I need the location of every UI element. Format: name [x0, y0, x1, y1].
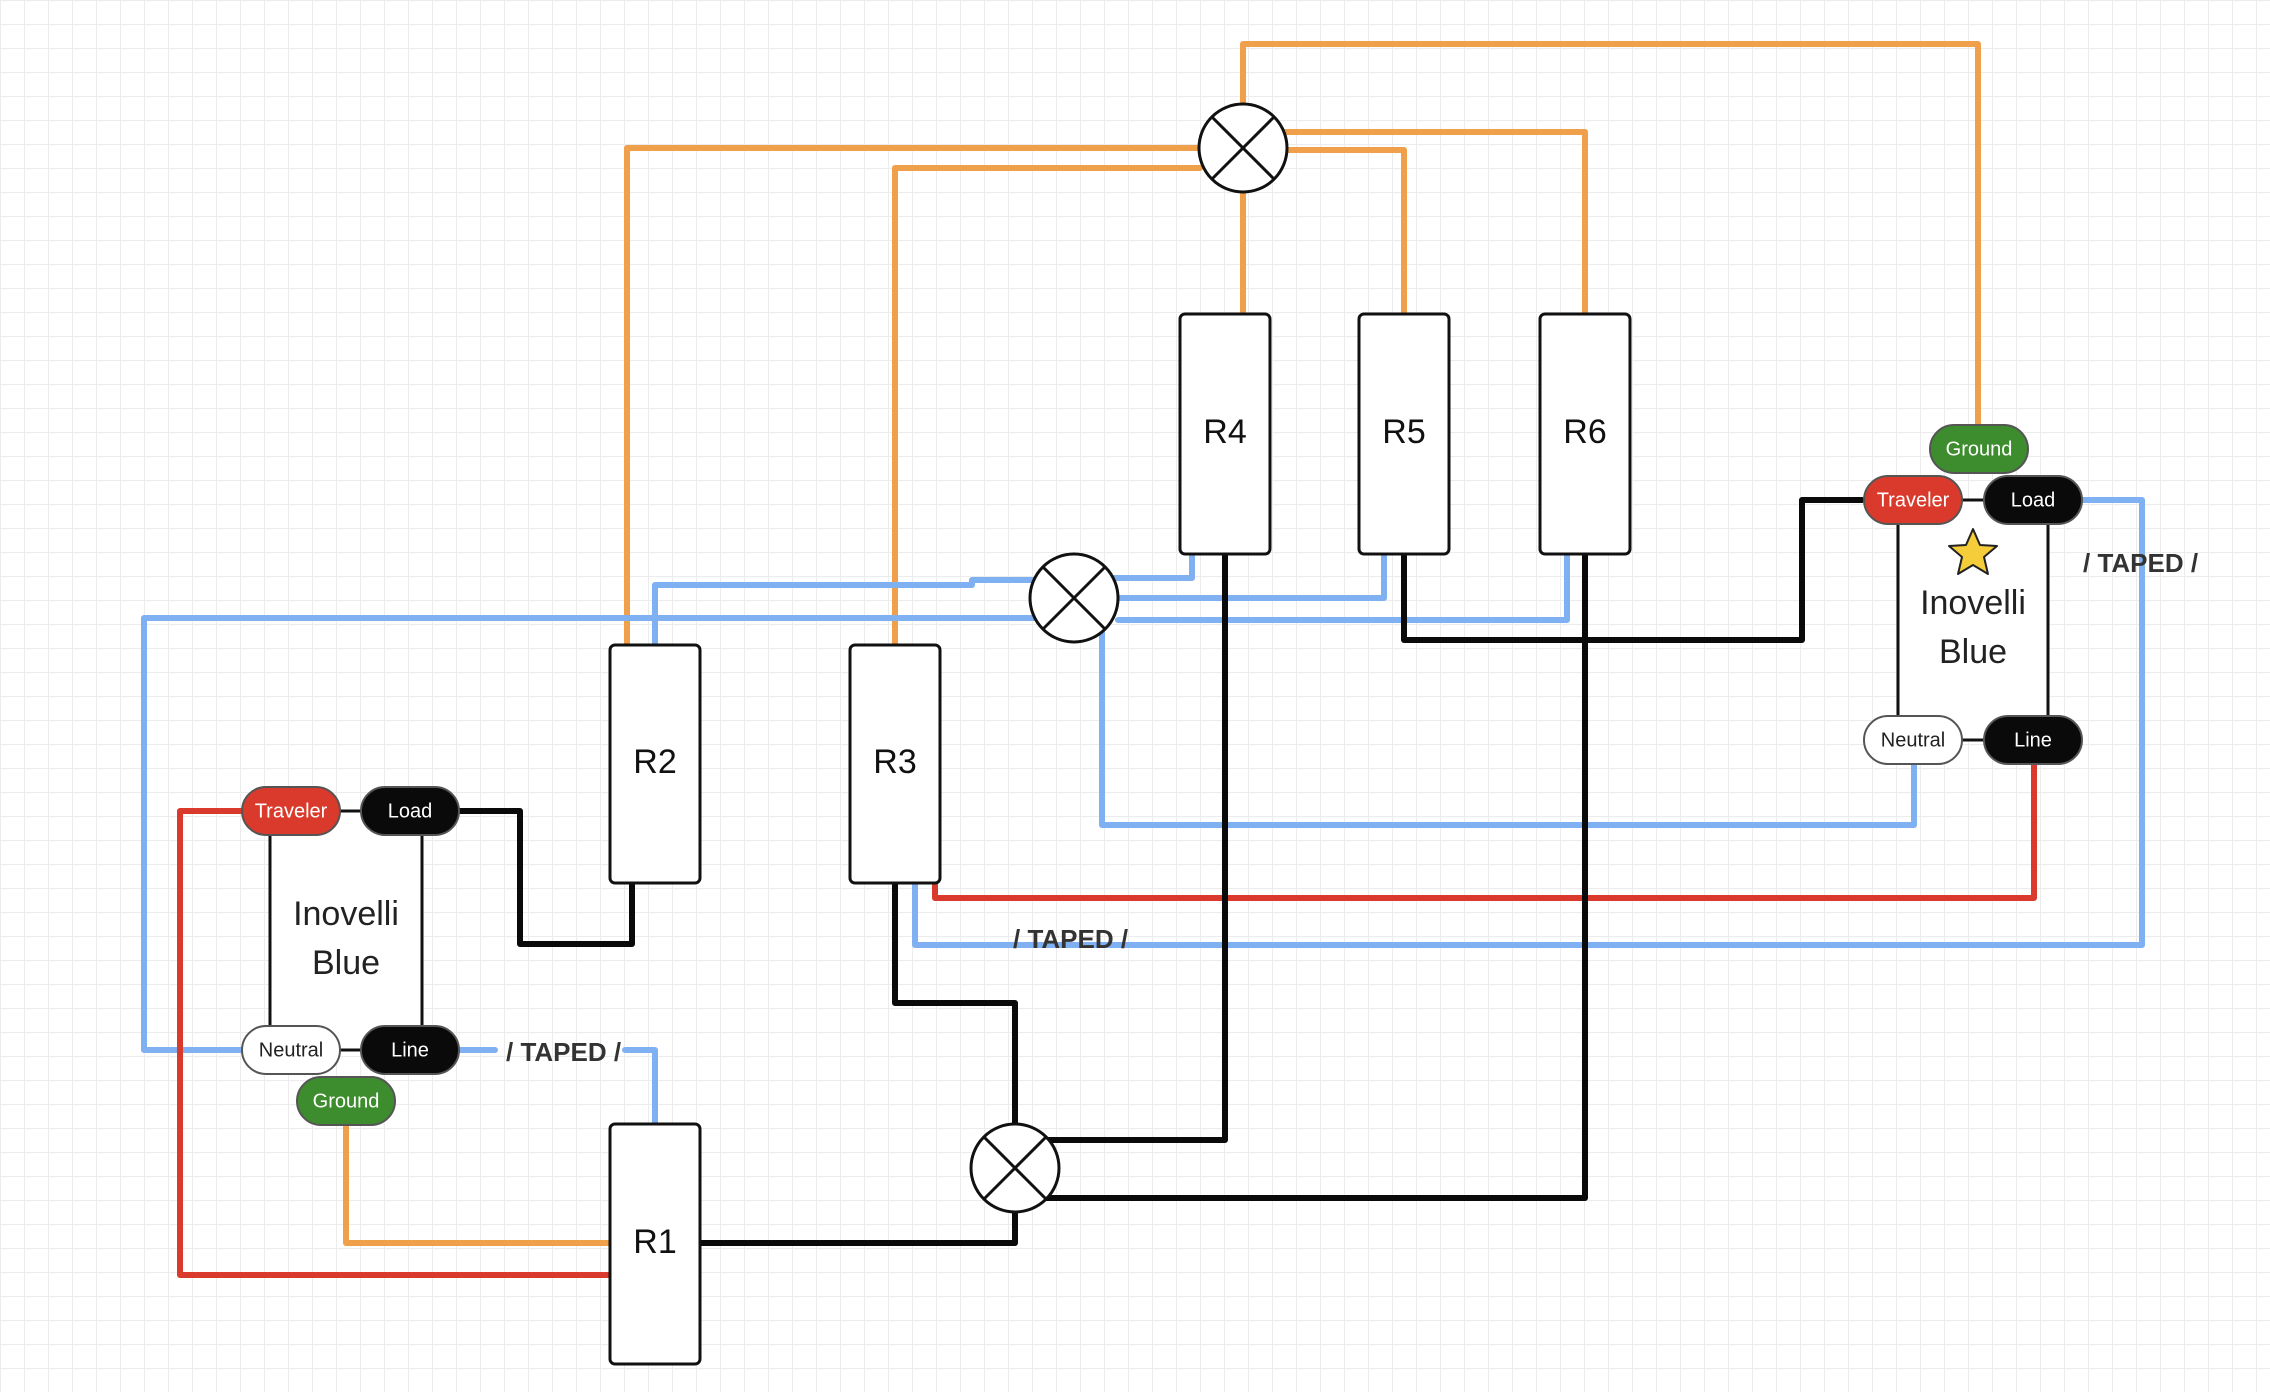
red-wire-left-traveler [177, 808, 613, 1278]
black-wire-r1 [697, 1192, 1018, 1246]
red-wire-right-line [932, 759, 2037, 901]
left-load-terminal[interactable]: Load [360, 786, 460, 836]
relay-r5-label: R5 [1382, 413, 1425, 451]
orange-wire-right-ground [1240, 41, 1981, 431]
right-traveler-label: Traveler [1877, 489, 1950, 511]
orange-wire-r6 [1282, 129, 1588, 315]
black-wire-r4 [1037, 552, 1228, 1143]
left-traveler-label: Traveler [255, 800, 328, 822]
right-ground-terminal[interactable]: Ground [1929, 424, 2029, 474]
left-line-terminal[interactable]: Line [360, 1025, 460, 1075]
blue-wire-right-neutral [1099, 627, 1917, 828]
taped-label-right: / TAPED / [2083, 548, 2198, 578]
right-neutral-label: Neutral [1881, 729, 1945, 751]
right-switch-title-line2: Blue [1939, 633, 2007, 671]
left-switch-title-line2: Blue [312, 944, 380, 982]
right-load-terminal[interactable]: Load [1983, 475, 2083, 525]
orange-wires [343, 41, 1981, 1246]
relay-r5[interactable]: R5 [1357, 312, 1451, 556]
orange-wire-r5 [1267, 147, 1407, 315]
blue-wire-left-neutral [141, 615, 1038, 1053]
right-load-label: Load [2011, 489, 2056, 511]
relay-r6[interactable]: R6 [1538, 312, 1632, 556]
black-wire-left-load [452, 808, 635, 947]
star-icon [1948, 528, 1998, 575]
left-ground-terminal[interactable]: Ground [296, 1076, 396, 1126]
right-line-label: Line [2014, 729, 2052, 751]
left-switch[interactable]: Inovelli Blue Traveler Load Neutral Line… [241, 786, 460, 1126]
left-neutral-terminal[interactable]: Neutral [241, 1025, 341, 1075]
black-wire-r6 [1042, 552, 1588, 1201]
black-wire-r5-traveler [1401, 497, 1865, 643]
relay-r4[interactable]: R4 [1178, 312, 1272, 556]
blue-wire-r1-taped [622, 1047, 658, 1127]
left-neutral-label: Neutral [259, 1039, 323, 1061]
relay-r3[interactable]: R3 [848, 643, 942, 885]
blue-wires [141, 497, 2145, 1127]
left-load-label: Load [388, 800, 433, 822]
left-switch-title-line1: Inovelli [293, 895, 399, 933]
blue-wire-right-load [912, 497, 2145, 948]
blue-wire-r4 [1107, 552, 1195, 581]
orange-wire-r2 [624, 145, 1243, 648]
relay-r3-label: R3 [873, 743, 916, 781]
wire-nut-top [1197, 102, 1289, 194]
taped-label-middle: / TAPED / [1013, 924, 1128, 954]
right-switch[interactable]: Inovelli Blue Ground Traveler Load Neutr… [1863, 424, 2083, 765]
right-ground-label: Ground [1946, 438, 2013, 460]
blue-wire-r5 [1107, 552, 1387, 601]
right-line-terminal[interactable]: Line [1983, 715, 2083, 765]
left-line-label: Line [391, 1039, 429, 1061]
left-ground-label: Ground [313, 1090, 380, 1112]
blue-wire-r2 [652, 577, 1063, 648]
orange-wire-r3 [892, 165, 1203, 648]
taped-label-left: / TAPED / [506, 1037, 621, 1067]
relay-r1[interactable]: R1 [608, 1122, 702, 1366]
relay-r2[interactable]: R2 [608, 643, 702, 885]
black-wire-r3 [892, 879, 1018, 1143]
relay-r4-label: R4 [1203, 413, 1246, 451]
blue-wire-r6 [1115, 552, 1570, 623]
relay-r1-label: R1 [633, 1223, 676, 1261]
relay-r2-label: R2 [633, 743, 676, 781]
right-traveler-terminal[interactable]: Traveler [1863, 475, 1963, 525]
red-wires [177, 759, 2037, 1278]
left-traveler-terminal[interactable]: Traveler [241, 786, 341, 836]
wire-nut-middle [1028, 552, 1120, 644]
right-neutral-terminal[interactable]: Neutral [1863, 715, 1963, 765]
orange-wire-left-ground [343, 1117, 613, 1246]
wire-nut-bottom [969, 1122, 1061, 1214]
right-switch-title-line1: Inovelli [1920, 584, 2026, 622]
black-wires [452, 497, 1865, 1246]
relay-r6-label: R6 [1563, 413, 1606, 451]
